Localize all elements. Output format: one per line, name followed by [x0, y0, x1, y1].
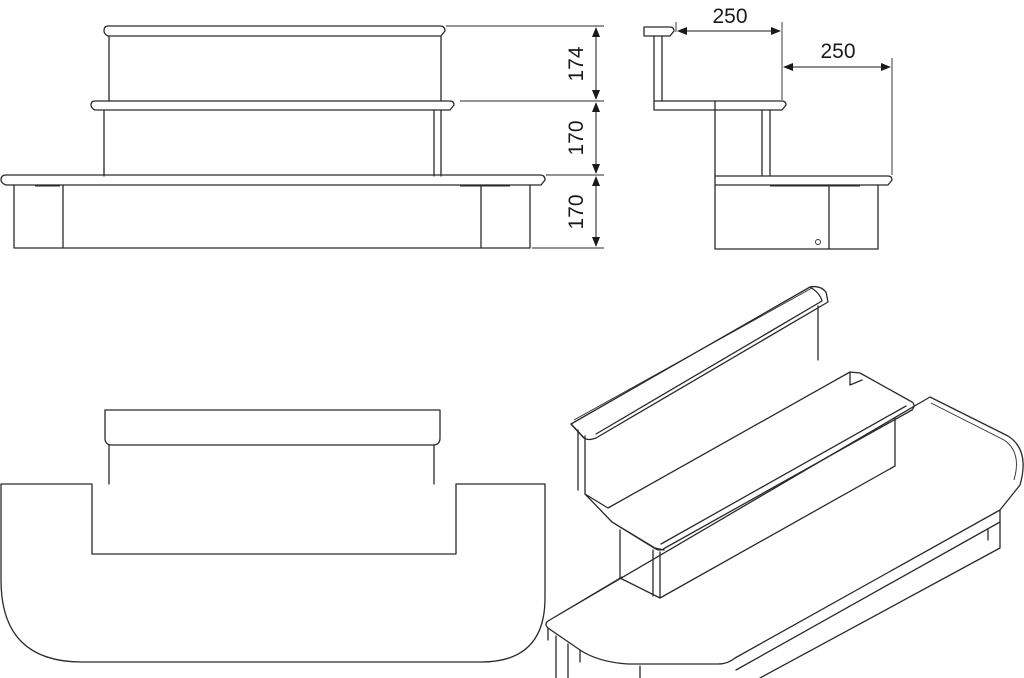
- dim-label-174: 174: [565, 46, 588, 81]
- dim-label-170-mid: 170: [565, 120, 588, 155]
- front-elevation-view: 174 170 170: [0, 25, 604, 249]
- plan-view: [0, 409, 546, 663]
- isometric-view: [545, 285, 1024, 678]
- dim-label-250-bottom: 250: [820, 40, 855, 63]
- dim-label-250-top: 250: [712, 5, 747, 28]
- dim-label-170-bottom: 170: [565, 194, 588, 229]
- side-elevation-view: 250 250: [643, 5, 893, 250]
